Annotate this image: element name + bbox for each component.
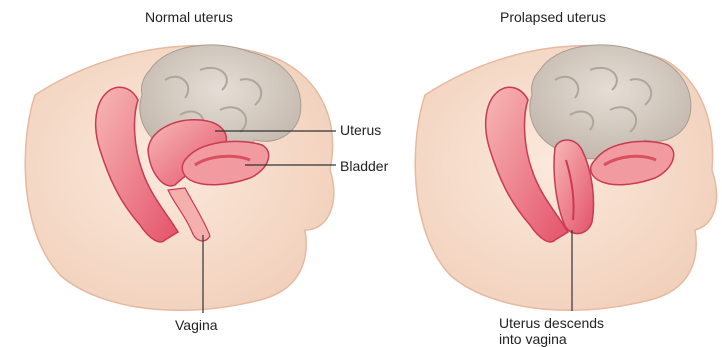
title-prolapsed-uterus: Prolapsed uterus: [500, 9, 606, 25]
label-uterus-descends-line2: into vagina: [499, 331, 567, 347]
normal-uterus-figure: [25, 45, 336, 313]
title-normal-uterus: Normal uterus: [145, 9, 233, 25]
label-uterus-descends-line1: Uterus descends: [499, 315, 604, 331]
label-vagina: Vagina: [175, 317, 218, 333]
prolapsed-uterus-figure: [415, 45, 716, 311]
label-uterus: Uterus: [340, 122, 381, 138]
label-bladder: Bladder: [340, 158, 388, 174]
